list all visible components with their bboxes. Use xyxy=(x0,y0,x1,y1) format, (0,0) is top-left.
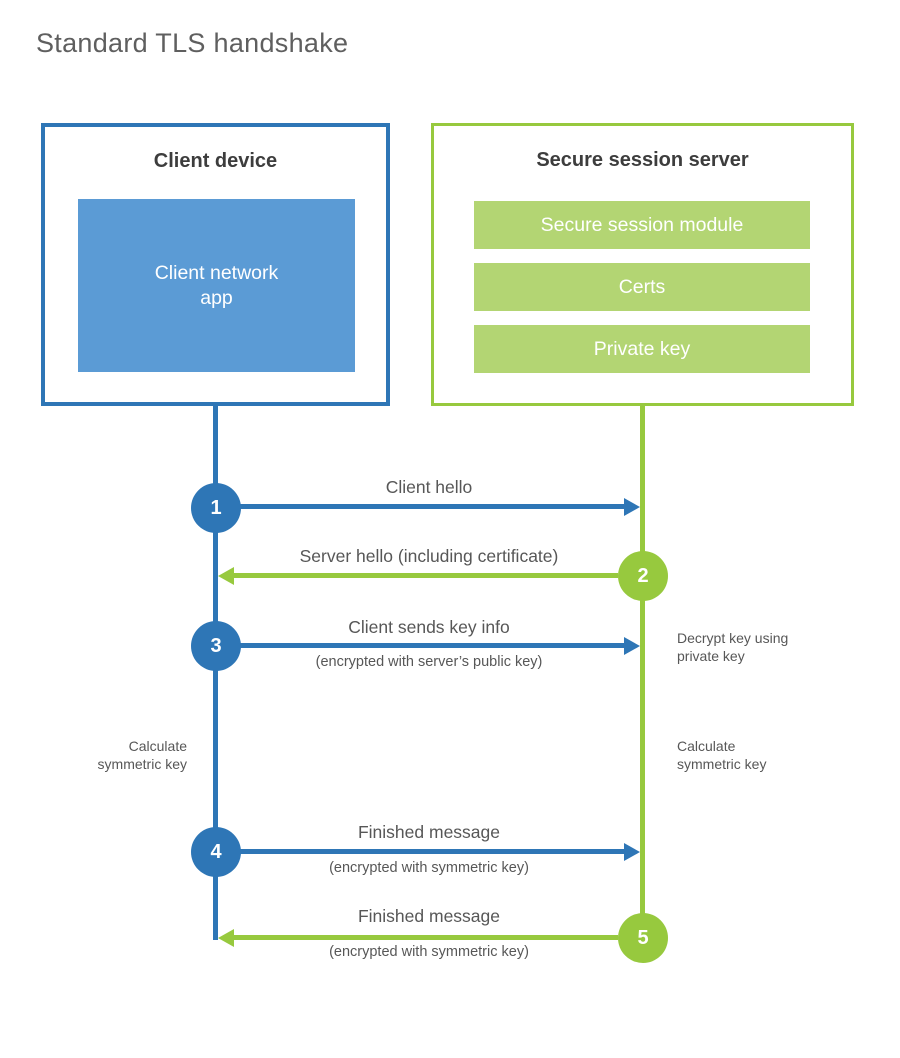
label-finished-message-client: Finished message xyxy=(357,822,501,842)
server-hello-arrow xyxy=(234,573,618,578)
finished-message-client-arrow xyxy=(240,849,624,854)
step-number-4: 4 xyxy=(210,840,222,863)
step-circle-5: 5 xyxy=(618,913,668,963)
diagram-title: Standard TLS handshake xyxy=(36,28,349,58)
label-server-hello: Server hello (including certificate) xyxy=(299,546,559,566)
client-network-app-label: Client network app xyxy=(154,262,279,309)
sublabel-encrypted-public-key: (encrypted with server’s public key) xyxy=(315,654,543,670)
client-device-box: Client device Client network app xyxy=(41,123,390,406)
sublabel-encrypted-symmetric-key-client: (encrypted with symmetric key) xyxy=(329,860,529,876)
step-number-5: 5 xyxy=(637,926,649,949)
client-key-info-arrow xyxy=(240,643,624,648)
step-circle-2: 2 xyxy=(618,551,668,601)
finished-message-client-arrowhead-icon xyxy=(624,843,640,861)
label-client-sends-key-info: Client sends key info xyxy=(348,617,510,637)
step-number-2: 2 xyxy=(637,564,649,587)
server-hello-arrowhead-icon xyxy=(218,567,234,585)
client-lifeline xyxy=(213,404,218,940)
private-key-label: Private key xyxy=(593,337,691,360)
step-number-1: 1 xyxy=(210,496,222,519)
note-calculate-symmetric-key-client: Calculate symmetric key xyxy=(97,738,187,772)
client-hello-arrowhead-icon xyxy=(624,498,640,516)
secure-session-module-label: Secure session module xyxy=(540,213,744,236)
certs-label: Certs xyxy=(618,275,666,298)
label-client-hello: Client hello xyxy=(385,477,473,497)
secure-session-server-box: Secure session server Secure session mod… xyxy=(431,123,854,406)
step-circle-1: 1 xyxy=(191,483,241,533)
client-hello-arrow xyxy=(240,504,624,509)
step-number-3: 3 xyxy=(210,634,222,657)
secure-session-server-title: Secure session server xyxy=(536,149,749,171)
finished-message-server-arrowhead-icon xyxy=(218,929,234,947)
step-circle-3: 3 xyxy=(191,621,241,671)
server-lifeline xyxy=(640,404,645,938)
finished-message-server-arrow xyxy=(234,935,618,940)
note-calculate-symmetric-key-server: Calculate symmetric key xyxy=(677,738,767,772)
secure-session-module-block: Secure session module xyxy=(474,201,810,249)
private-key-block: Private key xyxy=(474,325,810,373)
label-finished-message-server: Finished message xyxy=(357,906,501,926)
client-network-app-block: Client network app xyxy=(78,199,355,372)
step-circle-4: 4 xyxy=(191,827,241,877)
client-device-title: Client device xyxy=(153,150,278,172)
certs-block: Certs xyxy=(474,263,810,311)
sublabel-encrypted-symmetric-key-server: (encrypted with symmetric key) xyxy=(329,944,529,960)
client-key-info-arrowhead-icon xyxy=(624,637,640,655)
note-decrypt-key: Decrypt key using private key xyxy=(677,630,789,664)
